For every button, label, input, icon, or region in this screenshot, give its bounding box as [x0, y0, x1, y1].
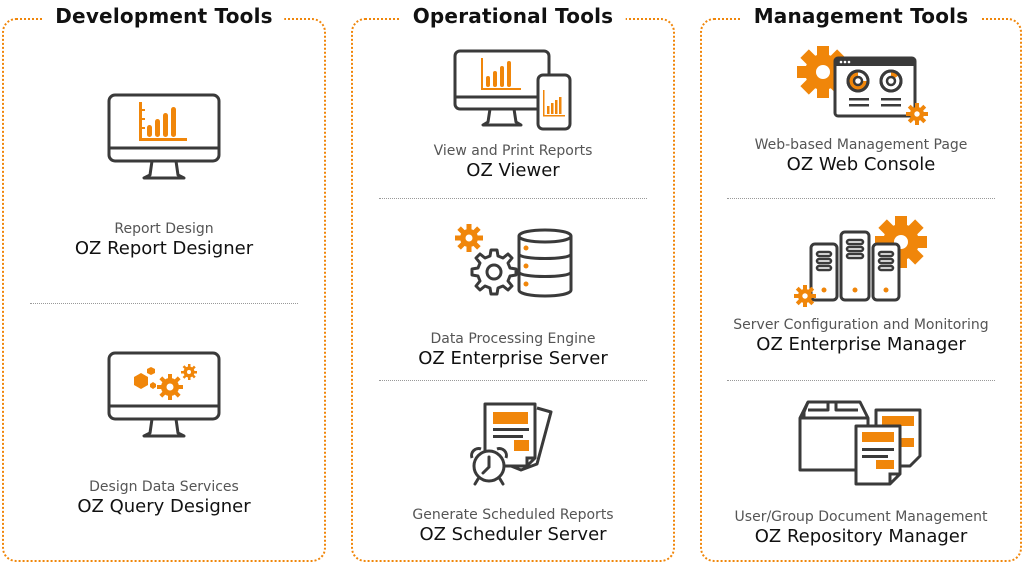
tool-name: OZ Query Designer: [77, 496, 251, 517]
box-documents-icon: [798, 400, 922, 486]
tool-name: OZ Report Designer: [74, 238, 254, 259]
tool-name: OZ Repository Manager: [754, 526, 968, 547]
tool-subtitle: Server Configuration and Monitoring: [733, 317, 989, 333]
separator: [29, 303, 299, 304]
monitor-bar-chart-icon: [107, 93, 221, 180]
tool-subtitle: User/Group Document Management: [734, 509, 988, 525]
panel-title: Operational Tools: [400, 4, 626, 28]
panel-management-tools: Management Tools: [700, 4, 1022, 562]
tool-subtitle: View and Print Reports: [433, 143, 593, 159]
tool-item-query-designer[interactable]: Design Data Services OZ Query Designer: [4, 350, 324, 518]
gear-browser-dashboard-icon: [797, 46, 928, 125]
tool-name: OZ Enterprise Server: [418, 348, 608, 369]
monitor-tablet-chart-icon: [453, 49, 572, 131]
tool-item-web-console[interactable]: Web-based Management Page OZ Web Console: [702, 40, 1020, 176]
tool-name: OZ Enterprise Manager: [756, 334, 966, 355]
separator: [727, 380, 995, 381]
tool-item-enterprise-manager[interactable]: Server Configuration and Monitoring OZ E…: [702, 212, 1020, 356]
tool-subtitle: Design Data Services: [89, 479, 239, 495]
panel-title: Development Tools: [43, 4, 285, 28]
separator: [378, 198, 648, 199]
tool-subtitle: Data Processing Engine: [430, 331, 596, 347]
panel-development-tools: Development Tools Report Design OZ Repor…: [2, 4, 326, 562]
monitor-cubes-gears-icon: [107, 351, 221, 438]
tool-item-scheduler-server[interactable]: Generate Scheduled Reports OZ Scheduler …: [353, 400, 673, 546]
tool-item-oz-viewer[interactable]: View and Print Reports OZ Viewer: [353, 48, 673, 182]
panel-operational-tools: Operational Tools View and Print Reports…: [351, 4, 675, 562]
tool-subtitle: Web-based Management Page: [754, 137, 968, 153]
alarm-clock-document-icon: [470, 402, 553, 486]
tool-name: OZ Web Console: [786, 154, 936, 175]
tool-item-enterprise-server[interactable]: Data Processing Engine OZ Enterprise Ser…: [353, 222, 673, 370]
separator: [727, 198, 995, 199]
tool-subtitle: Report Design: [114, 221, 214, 237]
tool-name: OZ Scheduler Server: [419, 524, 607, 545]
tool-name: OZ Viewer: [466, 160, 560, 181]
separator: [378, 380, 648, 381]
gear-database-icon: [455, 224, 573, 298]
tool-item-report-designer[interactable]: Report Design OZ Report Designer: [4, 92, 324, 260]
tool-subtitle: Generate Scheduled Reports: [412, 507, 614, 523]
panel-title: Management Tools: [741, 4, 981, 28]
tool-item-repository-manager[interactable]: User/Group Document Management OZ Reposi…: [702, 398, 1020, 548]
servers-gears-icon: [794, 216, 927, 307]
